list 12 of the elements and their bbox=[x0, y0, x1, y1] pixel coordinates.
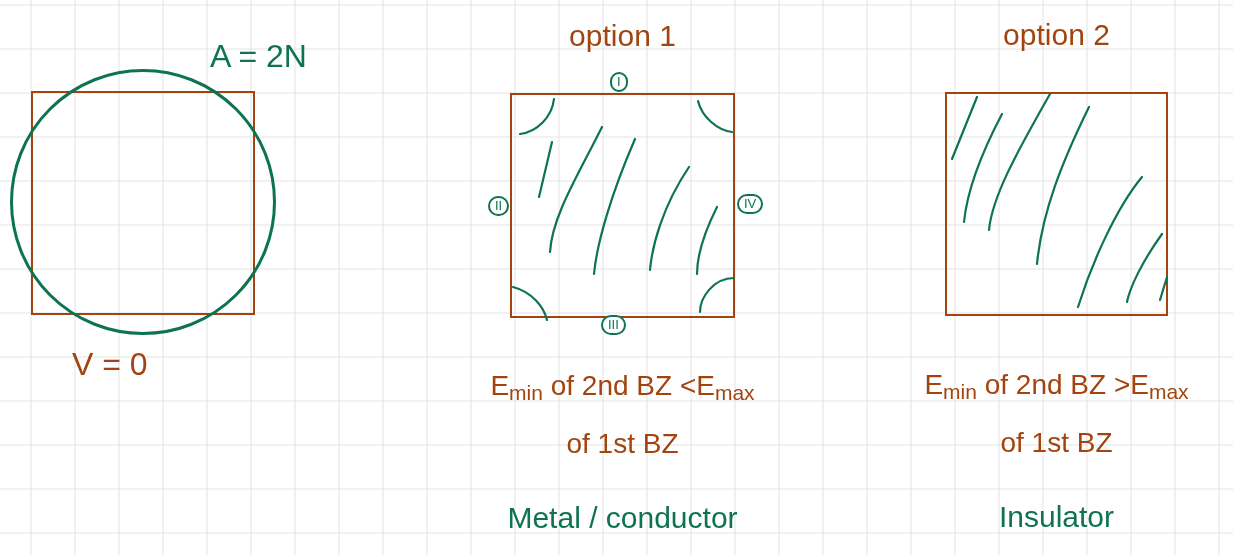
condition-text: E$_{min}$ of 2nd BZ >E$_{max}$ of 1st BZ bbox=[923, 368, 1190, 460]
value-label: A = 2N bbox=[210, 37, 307, 76]
region-number: II bbox=[488, 196, 510, 216]
option-heading: option 2 bbox=[1003, 17, 1110, 53]
material-type: Metal / conductor bbox=[507, 500, 738, 536]
option-heading: option 1 bbox=[569, 18, 676, 54]
condition-text: E$_{min}$ of 2nd BZ <E$_{max}$ of 1st BZ bbox=[489, 369, 756, 461]
region-number: I bbox=[610, 72, 628, 92]
material-type: Insulator bbox=[998, 499, 1115, 535]
value-label: V = 0 bbox=[72, 345, 148, 384]
region-number: III bbox=[601, 315, 626, 335]
region-number: IV bbox=[737, 194, 764, 214]
